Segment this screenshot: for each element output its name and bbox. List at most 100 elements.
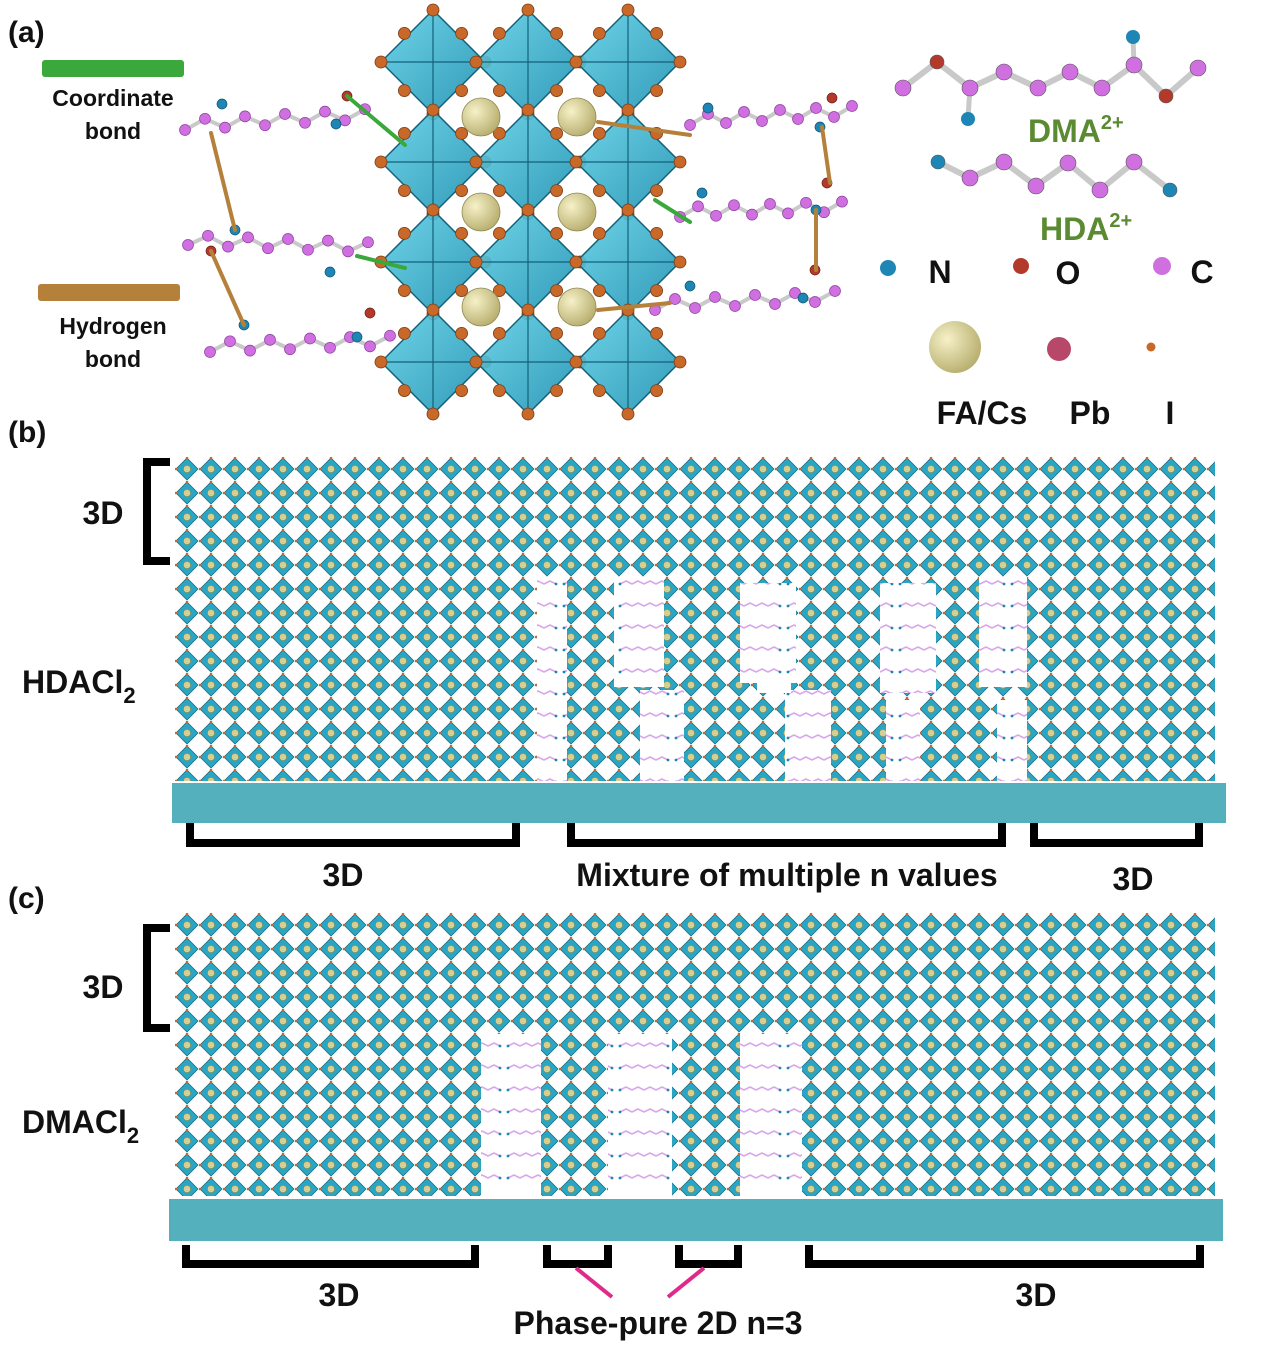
iodide-atom bbox=[673, 55, 687, 69]
carbon-atom bbox=[244, 344, 256, 357]
iodide-atom bbox=[650, 184, 663, 198]
oxygen-atom bbox=[364, 307, 376, 319]
carbon-atom bbox=[846, 100, 858, 112]
facs-cation bbox=[557, 192, 597, 232]
carbon-atom bbox=[684, 119, 696, 131]
iodide-atom bbox=[492, 284, 506, 298]
carbon-atom bbox=[1061, 63, 1079, 81]
dmacl2-label: DMACl2 bbox=[22, 1104, 139, 1148]
carbon-atom bbox=[264, 334, 276, 346]
iodide-atom bbox=[569, 155, 583, 169]
iodide-atom bbox=[550, 384, 563, 398]
n-atom-label: N bbox=[928, 254, 951, 290]
iodide-atom bbox=[650, 284, 663, 298]
carbon-atom bbox=[709, 291, 721, 303]
hydrogen-bond bbox=[596, 301, 672, 312]
iodide-atom bbox=[593, 226, 606, 240]
hydrogen-bond-swatch bbox=[38, 284, 180, 301]
iodide-atom bbox=[397, 126, 411, 140]
nitrogen-atom bbox=[1162, 182, 1178, 198]
hda-label: HDA2+ bbox=[1040, 210, 1132, 247]
carbon-atom bbox=[322, 234, 334, 247]
nitrogen-atom bbox=[797, 292, 809, 304]
iodide-atom bbox=[492, 384, 506, 398]
3d-bracket-c-left bbox=[182, 1245, 479, 1268]
carbon-atom bbox=[279, 108, 291, 120]
o-atom-label: O bbox=[1056, 255, 1081, 291]
iodide-atom bbox=[455, 126, 469, 140]
iodide-atom bbox=[397, 326, 411, 340]
iodide-atom bbox=[455, 84, 469, 97]
film-lattice-b bbox=[175, 457, 1215, 781]
carbon-atom bbox=[224, 335, 236, 348]
iodide-atom bbox=[492, 326, 506, 340]
facs-atom-swatch bbox=[929, 321, 981, 373]
panel-c-label: (c) bbox=[8, 882, 45, 915]
iodide-atom bbox=[673, 155, 687, 169]
iodide-atom bbox=[455, 184, 469, 198]
iodide-atom bbox=[593, 27, 606, 40]
chain-bond bbox=[654, 289, 836, 312]
iodide-atom bbox=[593, 284, 606, 298]
carbon-atom bbox=[199, 112, 211, 125]
3d-bracket-b bbox=[143, 458, 170, 565]
o-atom-swatch bbox=[1013, 258, 1029, 274]
carbon-atom bbox=[259, 119, 271, 132]
3d-bracket-c bbox=[143, 924, 170, 1032]
iodide-atom bbox=[426, 303, 440, 317]
iodide-atom bbox=[469, 255, 483, 269]
iodide-atom bbox=[455, 384, 469, 398]
carbon-atom bbox=[789, 287, 801, 299]
iodide-atom bbox=[455, 326, 469, 340]
pb-atom-swatch bbox=[1047, 337, 1071, 361]
carbon-atom bbox=[282, 233, 294, 245]
coordinate-bond bbox=[653, 198, 692, 224]
iodide-atom bbox=[426, 203, 440, 217]
carbon-atom bbox=[829, 285, 841, 297]
3d-bracket-b-right bbox=[1030, 823, 1203, 847]
carbon-atom bbox=[179, 124, 191, 136]
facs-cation bbox=[461, 97, 501, 137]
phase-pure-label: Phase-pure 2D n=3 bbox=[514, 1305, 803, 1341]
i-atom-label: I bbox=[1166, 395, 1175, 431]
carbon-atom bbox=[242, 231, 254, 244]
iodide-atom bbox=[397, 184, 411, 198]
iodide-atom bbox=[397, 84, 411, 97]
carbon-atom bbox=[720, 117, 732, 129]
iodide-atom bbox=[492, 27, 506, 40]
carbon-atom bbox=[324, 341, 336, 354]
carbon-atom bbox=[364, 340, 376, 353]
iodide-atom bbox=[650, 84, 663, 97]
n3-bracket-c-1 bbox=[543, 1245, 612, 1268]
perovskite-framework bbox=[374, 3, 687, 421]
iodide-atom bbox=[521, 3, 535, 17]
carbon-atom bbox=[782, 207, 794, 220]
iodide-atom bbox=[550, 326, 563, 340]
nitrogen-atom bbox=[216, 98, 228, 110]
iodide-atom bbox=[550, 184, 563, 198]
carbon-atom bbox=[299, 116, 311, 129]
iodide-atom bbox=[469, 155, 483, 169]
iodide-atom bbox=[621, 3, 635, 17]
chain-bond bbox=[184, 107, 366, 132]
carbon-atom bbox=[284, 343, 296, 356]
iodide-atom bbox=[426, 103, 440, 117]
carbon-atom bbox=[792, 113, 804, 125]
carbon-atom bbox=[828, 111, 840, 123]
iodide-atom bbox=[521, 203, 535, 217]
organic-spacer-chains bbox=[179, 90, 858, 358]
iodide-atom bbox=[455, 27, 469, 40]
mixture-label: Mixture of multiple n values bbox=[576, 857, 997, 893]
carbon-atom bbox=[749, 289, 761, 301]
coordinate-bond-label-2: bond bbox=[85, 118, 141, 144]
carbon-atom bbox=[729, 300, 741, 312]
panel-a-label: (a) bbox=[8, 16, 45, 49]
3d-side-label-b: 3D bbox=[83, 495, 124, 531]
carbon-atom bbox=[738, 106, 750, 118]
carbon-atom bbox=[961, 79, 979, 97]
hydrogen-bond-label-1: Hydrogen bbox=[59, 313, 166, 339]
carbon-atom bbox=[995, 153, 1013, 171]
carbon-atom bbox=[1059, 154, 1077, 172]
iodide-atom bbox=[621, 407, 635, 421]
carbon-atom bbox=[669, 293, 681, 305]
